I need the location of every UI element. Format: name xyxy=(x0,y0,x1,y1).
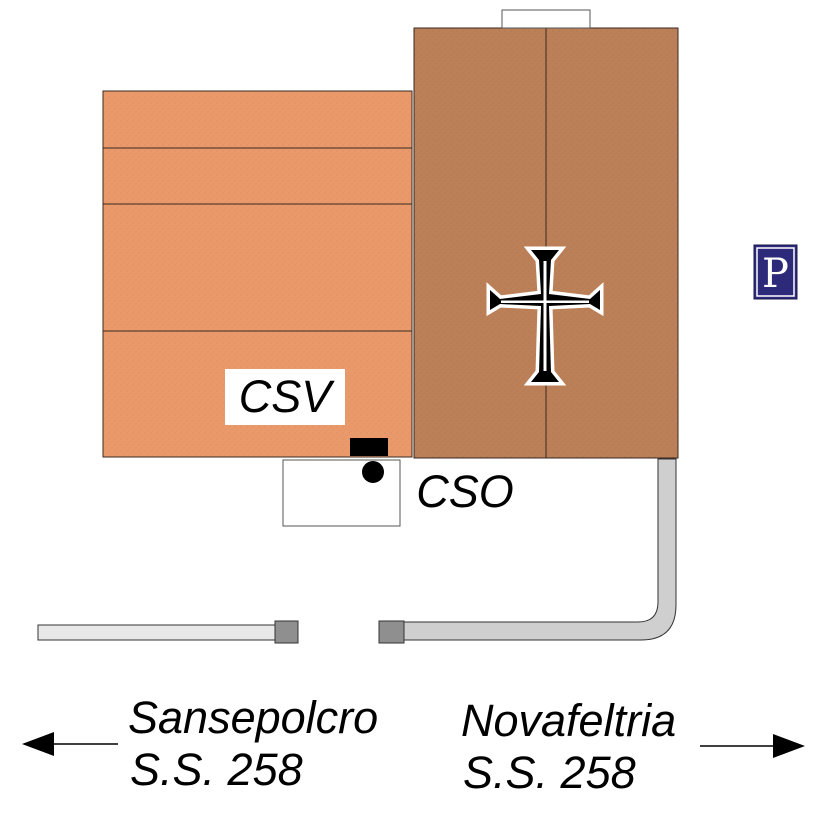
svg-text:P: P xyxy=(762,251,789,297)
cso-marker xyxy=(350,438,388,456)
left-gate-post xyxy=(274,620,299,644)
church-entrance xyxy=(501,9,591,29)
bell-marker xyxy=(362,461,384,483)
cross-icon xyxy=(486,246,604,386)
church-building xyxy=(413,9,679,459)
csv-label: CSV xyxy=(239,371,336,422)
right-town-label: Novafeltria xyxy=(461,695,676,746)
parking-icon: P xyxy=(753,244,798,300)
right-road-label: S.S. 258 xyxy=(463,747,636,798)
arrow-left-icon xyxy=(22,732,118,756)
right-gate-post xyxy=(378,620,405,644)
left-road-label: S.S. 258 xyxy=(130,744,303,795)
csv-label-box xyxy=(225,369,345,425)
left-path xyxy=(37,624,279,641)
cso-label: CSO xyxy=(416,466,514,517)
left-town-label: Sansepolcro xyxy=(128,692,378,743)
arrow-right-icon xyxy=(700,734,805,758)
